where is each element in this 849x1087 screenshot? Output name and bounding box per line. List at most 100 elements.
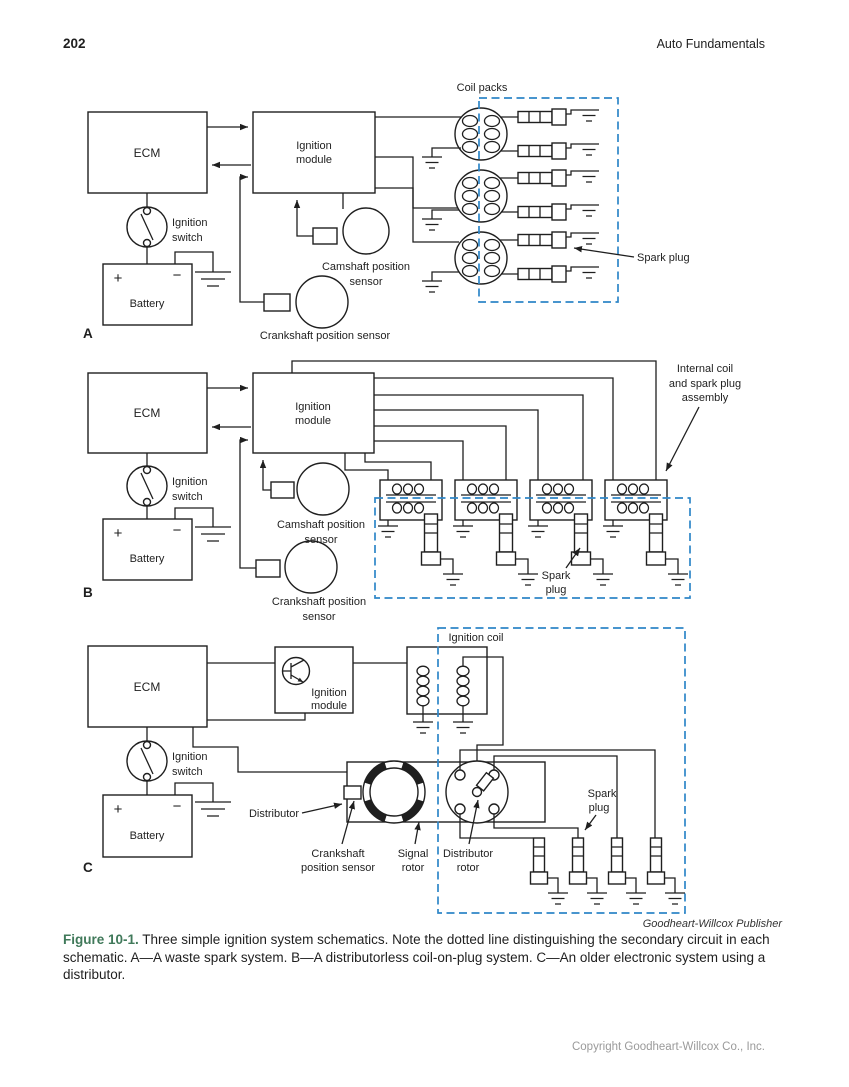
switch-blade xyxy=(140,747,154,775)
assembly-callout: assembly xyxy=(682,392,729,404)
diagram-tag-c: C xyxy=(83,860,93,875)
distributor-pointer xyxy=(301,802,343,814)
crankshaft-sensor-label: Crankshaft xyxy=(311,848,364,860)
camshaft-sensor-label: sensor xyxy=(349,276,382,288)
wire xyxy=(374,409,539,480)
ignition-switch-label: switch xyxy=(172,766,203,778)
ignition-coil-box xyxy=(406,646,488,715)
ignition-module-label: Ignition xyxy=(296,140,331,152)
wire xyxy=(207,713,306,721)
wire-crank-sensor xyxy=(239,436,256,569)
wire xyxy=(374,425,507,480)
secondary-circuit-boundary xyxy=(374,497,691,599)
spark-plug-label: Spark plug xyxy=(637,252,690,264)
ignition-module-box xyxy=(252,111,376,194)
ground-symbol xyxy=(194,271,232,287)
battery-box xyxy=(102,263,193,326)
ecm-box xyxy=(87,111,208,194)
camshaft-sensor-label: Camshaft position xyxy=(277,519,365,531)
signal-rotor-pointer xyxy=(414,821,421,845)
battery-minus: − xyxy=(173,522,182,539)
spark-plug-pointer xyxy=(573,246,635,258)
crankshaft-sensor-label: Crankshaft position sensor xyxy=(260,330,391,342)
wire-crank-sensor xyxy=(239,173,264,303)
battery-box xyxy=(102,518,193,581)
battery-minus: − xyxy=(173,267,182,284)
wire xyxy=(493,755,618,838)
assembly-pointer xyxy=(665,406,700,472)
cam-sensor-wheel xyxy=(342,207,390,255)
ignition-module-box xyxy=(252,372,375,454)
crankshaft-sensor-label: sensor xyxy=(302,611,335,623)
spark-plug-label: plug xyxy=(546,584,567,596)
crank-sensor-wheel xyxy=(284,540,338,594)
wire xyxy=(375,156,458,209)
assembly-callout: Internal coil xyxy=(677,363,733,375)
figure-caption-text: Three simple ignition system schematics.… xyxy=(63,932,770,982)
spark-plugs-a xyxy=(500,108,600,283)
diagram-tag-a: A xyxy=(83,326,93,341)
ignition-switch-label: Ignition xyxy=(172,751,207,763)
signal-rotor-label: rotor xyxy=(402,862,425,874)
ground-symbol xyxy=(421,156,443,169)
distributor-rotor-pointer xyxy=(468,799,480,845)
crank-sensor-pickup xyxy=(263,293,291,312)
battery-plus: + xyxy=(114,270,123,287)
crank-sensor-wheel xyxy=(295,275,349,329)
spark-plug xyxy=(517,231,600,249)
spark-plug-pointer xyxy=(565,547,581,569)
wire xyxy=(374,394,584,480)
ignition-switch-label: Ignition xyxy=(172,217,207,229)
cam-sensor-pickup xyxy=(312,227,338,245)
ecm-box xyxy=(87,645,208,728)
wire xyxy=(374,377,614,480)
diagram-tag-b: B xyxy=(83,585,93,600)
ignition-module-label: module xyxy=(295,415,331,427)
spark-plug xyxy=(529,837,569,905)
wire xyxy=(493,814,579,838)
page-number: 202 xyxy=(63,36,86,51)
battery-minus: − xyxy=(173,798,182,815)
spark-plug xyxy=(517,169,600,187)
ecm-label: ECM xyxy=(134,406,161,420)
crankshaft-sensor-label: Crankshaft position xyxy=(272,596,366,608)
cap-center-terminal xyxy=(471,786,483,798)
ground-symbol xyxy=(421,280,443,293)
switch-terminal xyxy=(142,497,152,507)
signal-rotor-segment xyxy=(364,762,387,785)
wire-battery-ground xyxy=(174,251,214,272)
switch-terminal xyxy=(142,740,152,750)
spark-plug xyxy=(568,837,608,905)
spark-plug xyxy=(607,837,647,905)
distributor-rotor-label: Distributor xyxy=(443,848,493,860)
coil-winding xyxy=(452,665,474,734)
wire xyxy=(344,453,389,480)
switch-terminal xyxy=(142,206,152,216)
ignition-schematics-figure: ECM Ignition module Crankshaft position … xyxy=(83,82,784,930)
ignition-switch-label: Ignition xyxy=(172,476,207,488)
signal-rotor-segment xyxy=(364,799,387,822)
switch-terminal xyxy=(142,772,152,782)
spark-plug-pointer xyxy=(584,814,597,831)
ignition-module-label: module xyxy=(311,700,347,712)
ground-symbol xyxy=(194,801,232,817)
ignition-switch-label: switch xyxy=(172,491,203,503)
figure-caption: Figure 10-1. Three simple ignition syste… xyxy=(63,931,775,984)
figure-number: Figure 10-1. xyxy=(63,932,139,947)
switch-terminal xyxy=(142,465,152,475)
secondary-circuit-boundary xyxy=(478,97,619,303)
diagram-b: ECM Ignition module Crankshaft position … xyxy=(83,360,741,623)
wire xyxy=(374,440,464,480)
spark-plug-label: Spark xyxy=(542,570,571,582)
ecm-label: ECM xyxy=(134,680,161,694)
coil-pack xyxy=(454,107,508,161)
battery-label: Battery xyxy=(130,553,165,565)
battery-label: Battery xyxy=(130,298,165,310)
wire xyxy=(431,209,459,219)
spark-plug xyxy=(517,265,600,283)
ignition-module-label: module xyxy=(296,154,332,166)
switch-blade xyxy=(140,472,154,500)
publisher-credit: Goodheart-Willcox Publisher xyxy=(643,918,784,930)
distributor-label: Distributor xyxy=(249,808,299,820)
